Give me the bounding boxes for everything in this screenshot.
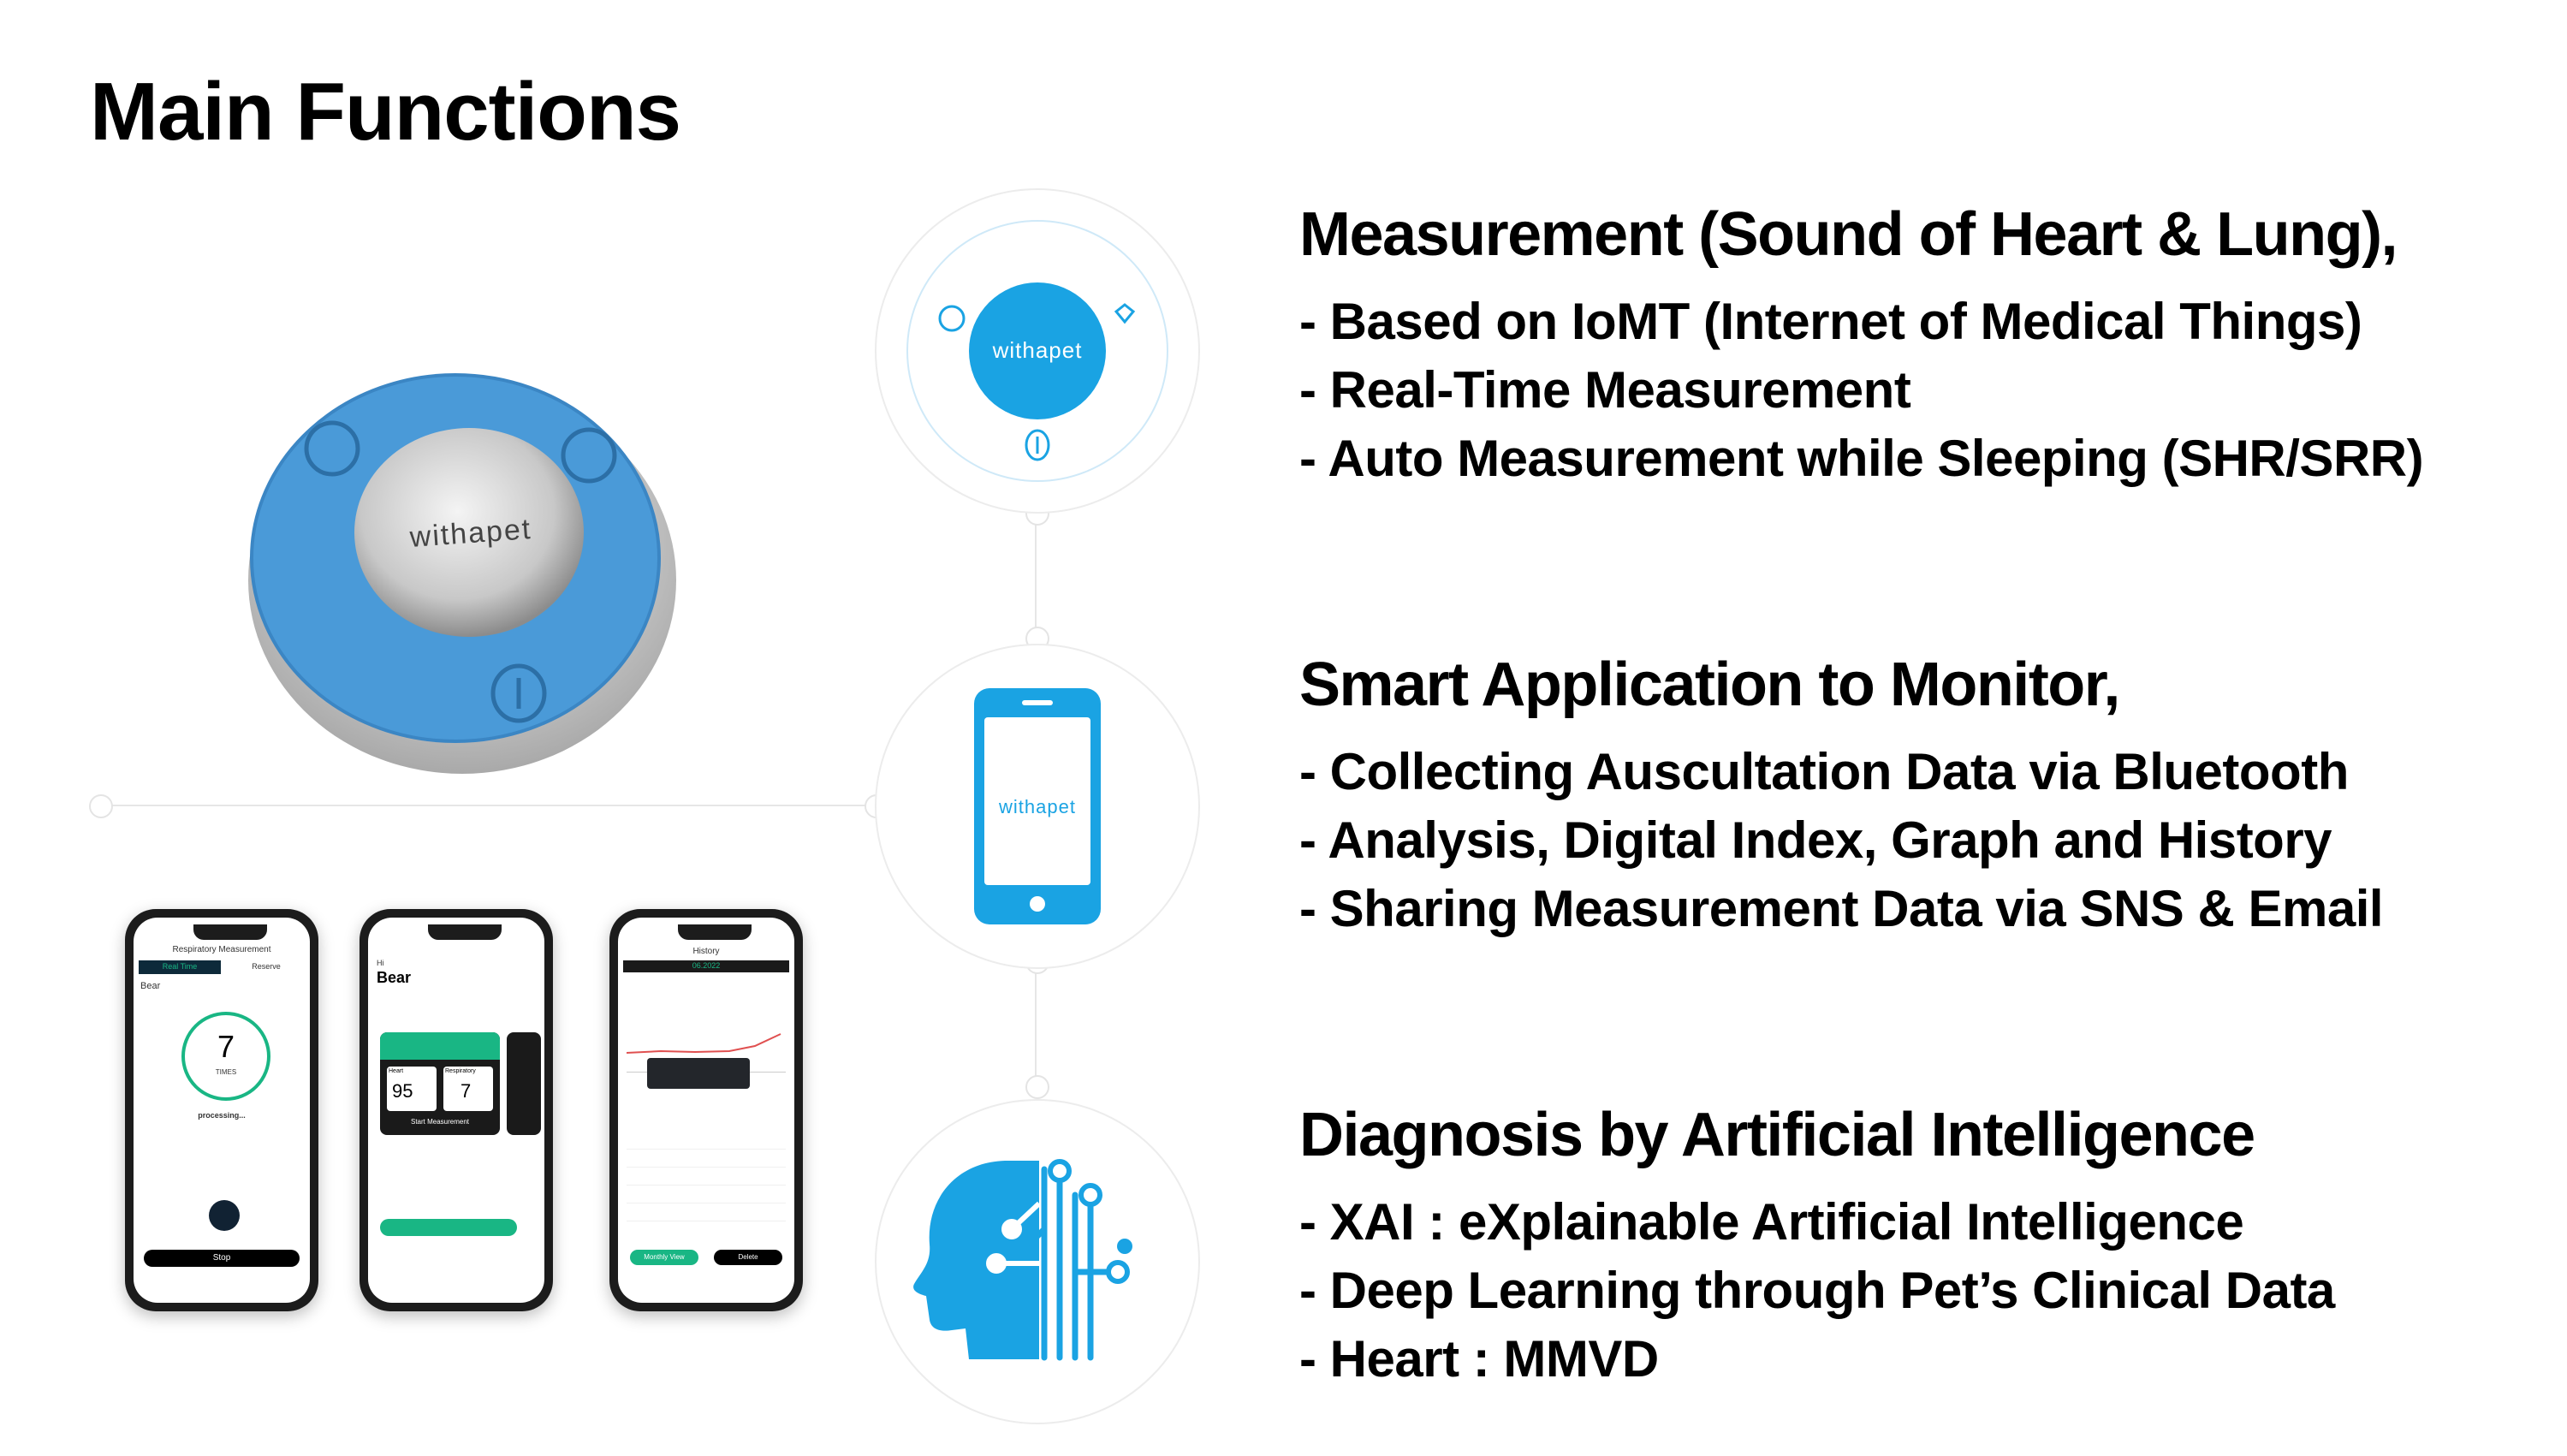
connector-dot <box>89 794 113 818</box>
measurement-icon-ring: withapet <box>875 188 1200 514</box>
bullet-item: - Auto Measurement while Sleeping (SHR/S… <box>1299 430 2424 487</box>
heart-label: Heart <box>389 1068 404 1074</box>
history-table <box>627 1132 786 1226</box>
connector-dot <box>1025 1075 1049 1099</box>
app-screenshot-measurement: Respiratory Measurement Real Time Reserv… <box>125 909 318 1311</box>
horizontal-connector <box>101 805 876 806</box>
bullet-list: - XAI : eXplainable Artificial Intellige… <box>1299 1188 2335 1394</box>
section-title: Smart Application to Monitor, <box>1299 651 2120 719</box>
status-text: processing... <box>198 1111 246 1120</box>
app-screenshot-home: Hi Bear Heart 95 Respiratory 7 Start Mea… <box>359 909 553 1311</box>
pet-card: Heart 95 Respiratory 7 Start Measurement <box>380 1032 500 1135</box>
stop-button[interactable]: Stop <box>144 1250 300 1267</box>
bullet-item: - Collecting Auscultation Data via Bluet… <box>1299 743 2349 800</box>
app-brand-label: withapet <box>999 796 1076 817</box>
device-brand-label: withapet <box>992 337 1083 363</box>
screen-title: History <box>692 947 720 956</box>
tab-reserve[interactable]: Reserve <box>252 962 281 971</box>
count-value: 7 <box>217 1029 235 1064</box>
bullet-item: - Real-Time Measurement <box>1299 361 1911 419</box>
bullet-item: - Heart : MMVD <box>1299 1330 1659 1388</box>
section-title: Diagnosis by Artificial Intelligence <box>1299 1101 2255 1169</box>
count-unit: TIMES <box>215 1068 237 1076</box>
bullet-list: - Collecting Auscultation Data via Bluet… <box>1299 738 2384 943</box>
device-product-image: withapet <box>231 342 693 787</box>
stop-indicator <box>209 1200 240 1231</box>
start-measurement-button[interactable]: Start Measurement <box>410 1118 470 1126</box>
resp-value: 7 <box>461 1080 472 1102</box>
bullet-item: - Deep Learning through Pet’s Clinical D… <box>1299 1262 2335 1319</box>
greeting: Hi <box>377 959 384 967</box>
vertical-connector-bottom <box>1035 960 1037 1084</box>
bullet-list: - Based on IoMT (Internet of Medical Thi… <box>1299 288 2424 493</box>
section-title: Measurement (Sound of Heart & Lung), <box>1299 200 2398 269</box>
vertical-connector-top <box>1035 512 1037 635</box>
pet-name: Bear <box>140 981 161 991</box>
bullet-item: - XAI : eXplainable Artificial Intellige… <box>1299 1193 2244 1251</box>
page-title: Main Functions <box>90 66 681 157</box>
smartphone-icon <box>974 688 1101 924</box>
section-smart-application: Smart Application to Monitor, - Collecti… <box>1299 651 2384 943</box>
screen-title: Respiratory Measurement <box>172 945 271 954</box>
heart-value: 95 <box>392 1080 413 1102</box>
ai-icon-ring <box>875 1099 1200 1424</box>
count-ring <box>181 1012 270 1101</box>
bullet-item: - Analysis, Digital Index, Graph and His… <box>1299 811 2332 869</box>
device-icon <box>906 220 1168 482</box>
section-ai-diagnosis: Diagnosis by Artificial Intelligence - X… <box>1299 1104 2335 1394</box>
stethoscope-device-icon <box>248 373 676 774</box>
bullet-item: - Sharing Measurement Data via SNS & Ema… <box>1299 880 2384 937</box>
add-button[interactable] <box>380 1219 517 1236</box>
section-measurement: Measurement (Sound of Heart & Lung), - B… <box>1299 200 2424 493</box>
month-label: 06.2022 <box>692 961 721 970</box>
delete-button[interactable]: Delete <box>714 1250 782 1265</box>
app-screenshot-history: History 06.2022 Monthly View Delete <box>609 909 803 1311</box>
monthly-view-button[interactable]: Monthly View <box>630 1250 698 1265</box>
bullet-item: - Based on IoMT (Internet of Medical Thi… <box>1299 293 2362 350</box>
tab-real-time[interactable]: Real Time <box>162 962 198 971</box>
ai-head-icon <box>913 1159 1132 1361</box>
pet-name: Bear <box>377 969 412 986</box>
app-icon-ring: withapet <box>875 644 1200 969</box>
resp-label: Respiratory <box>445 1068 476 1074</box>
